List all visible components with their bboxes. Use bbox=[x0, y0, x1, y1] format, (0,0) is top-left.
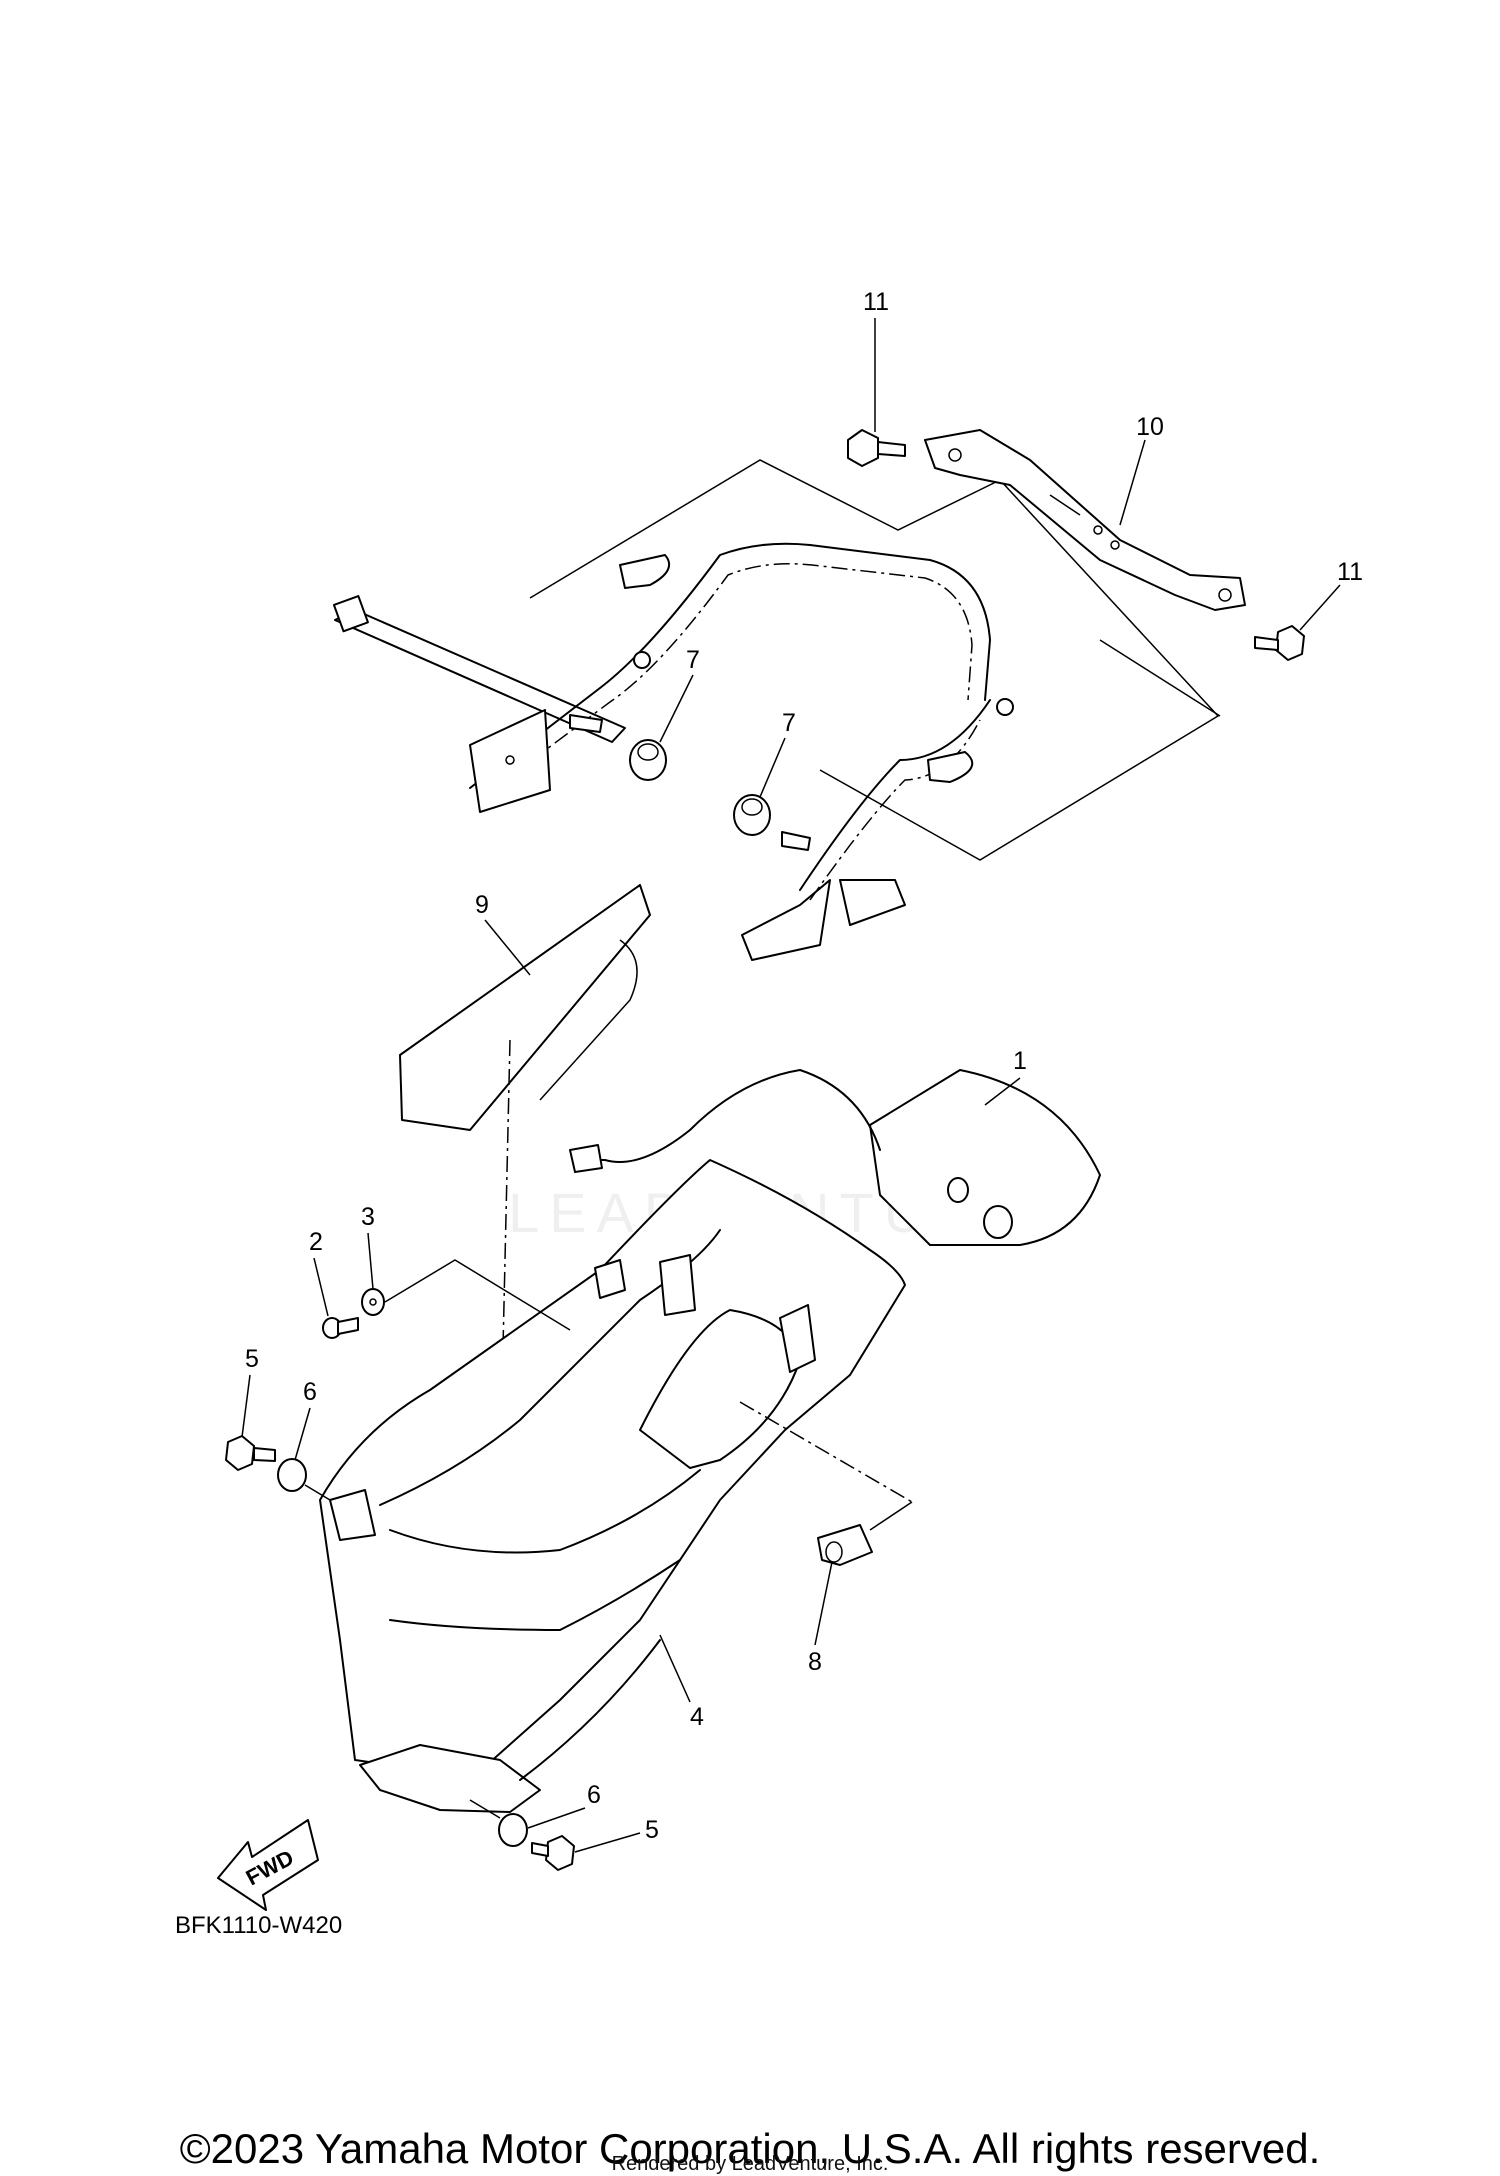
fwd-arrow-icon: FWD bbox=[217, 1819, 319, 1911]
diagram-reference-code: BFK1110-W420 bbox=[175, 1912, 342, 1939]
callout-7-left: 7 bbox=[686, 646, 700, 674]
callout-7-right: 7 bbox=[782, 709, 796, 737]
leader-lines bbox=[241, 318, 1341, 1853]
screw-2 bbox=[322, 1317, 359, 1339]
rear-stay-plate bbox=[924, 429, 1246, 611]
callout-11-top: 11 bbox=[863, 288, 889, 316]
rendered-by-text: Rendered by LeadVenture, Inc. bbox=[611, 2153, 889, 2175]
callout-1: 1 bbox=[1013, 1047, 1027, 1075]
pad-9 bbox=[399, 884, 651, 1131]
bolt-5-bottom bbox=[531, 1835, 575, 1871]
grab-bar-assembly bbox=[332, 459, 1221, 961]
bolt-11-top bbox=[847, 429, 906, 467]
callout-11-right: 11 bbox=[1337, 558, 1363, 586]
rear-fender bbox=[319, 1159, 906, 1813]
washer-3 bbox=[361, 1288, 385, 1316]
callout-2: 2 bbox=[309, 1228, 323, 1256]
callout-6-left: 6 bbox=[303, 1378, 317, 1406]
grommet-7-right bbox=[733, 794, 771, 836]
callout-4: 4 bbox=[690, 1703, 704, 1731]
collar-6-bottom bbox=[498, 1813, 528, 1847]
copyright-footer: ©2023 Yamaha Motor Corporation, U.S.A. A… bbox=[179, 2125, 1321, 2172]
callout-6-bottom: 6 bbox=[587, 1781, 601, 1809]
tail-light-unit bbox=[569, 1069, 1101, 1246]
callout-10: 10 bbox=[1136, 413, 1164, 441]
callout-9: 9 bbox=[475, 891, 489, 919]
callout-5-bottom: 5 bbox=[645, 1816, 659, 1844]
clip-8 bbox=[817, 1524, 873, 1566]
callout-3: 3 bbox=[361, 1203, 375, 1231]
callout-8: 8 bbox=[808, 1648, 822, 1676]
bolt-11-right bbox=[1254, 625, 1305, 661]
collar-6-left bbox=[277, 1458, 307, 1492]
bolt-5-left bbox=[225, 1435, 276, 1471]
grommet-7-left bbox=[629, 739, 667, 781]
callout-5-left: 5 bbox=[245, 1345, 259, 1373]
